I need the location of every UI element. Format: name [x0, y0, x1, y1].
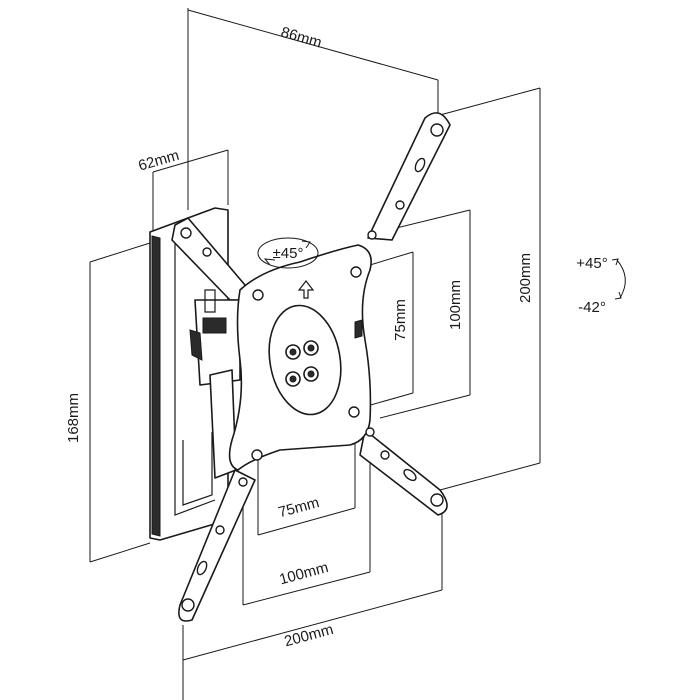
dim-200v-bottom-ext	[439, 462, 541, 491]
wall-plate-inner	[174, 240, 216, 516]
arm-top-right-hole-2	[414, 157, 426, 173]
dim-200v-top-ext	[439, 87, 541, 116]
wall-plate-slot	[182, 432, 213, 506]
vesa-hole-100-br	[365, 427, 375, 437]
arm-bottom-left	[178, 469, 256, 622]
arm-top-right-hole-3	[395, 200, 405, 210]
disk-screw-2-center	[307, 344, 315, 352]
label-vesa-v-100: 100mm	[447, 280, 464, 330]
upper-arm-hole-1	[180, 227, 192, 239]
pivot-shadow	[189, 329, 203, 361]
vesa-hole-75-tl	[252, 289, 264, 301]
arm-bottom-right-hole-2	[403, 468, 417, 482]
dim-75h-line	[257, 507, 356, 536]
arm-bottom-left-hole-3	[215, 525, 225, 535]
label-vesa-h-200: 200mm	[282, 621, 335, 650]
dim-168-bottom-ext	[89, 542, 151, 563]
arm-bottom-right-hole-3	[380, 450, 390, 460]
label-vesa-v-200: 200mm	[517, 253, 534, 303]
up-arrow-icon	[297, 280, 315, 299]
rotation-arrow-right-icon	[301, 240, 311, 249]
upper-arm-hole-2	[202, 247, 212, 257]
vesa-hole-75-tr	[350, 266, 362, 278]
label-168mm: 168mm	[65, 393, 82, 443]
disk-screw-3-center	[289, 375, 297, 383]
dim-100v-bottom-ext	[379, 394, 471, 419]
wall-plate-edge	[151, 235, 161, 537]
arm-bottom-left-hole-2	[196, 560, 208, 576]
vesa-hole-100-tr	[367, 230, 377, 240]
label-vesa-v-75: 75mm	[392, 299, 409, 341]
vesa-plate	[178, 112, 451, 622]
arm-top-right	[367, 112, 451, 241]
disk-screw-1-center	[289, 348, 297, 356]
pivot-block	[194, 299, 241, 386]
dim-86-line	[187, 9, 439, 81]
label-tilt-down: -42°	[578, 299, 606, 316]
label-rotation: ±45°	[273, 245, 304, 262]
dim-168-top-ext	[89, 242, 151, 263]
rotation-disk	[268, 304, 342, 416]
side-bracket	[354, 319, 363, 339]
tilt-arrow-up-icon	[611, 258, 619, 266]
dim-100h-line	[242, 571, 371, 606]
arm-top-right-hole-1	[430, 123, 444, 137]
pivot-knob	[202, 317, 227, 334]
wall-plate	[149, 207, 229, 541]
dim-62-line	[152, 149, 229, 173]
arm-bottom-left-hole-1	[181, 598, 195, 612]
disk-screw-4-center	[307, 370, 315, 378]
hinge-arm	[171, 217, 246, 479]
dimension-lines	[89, 8, 541, 700]
label-86mm: 86mm	[279, 24, 324, 52]
arm-bottom-right-hole-1	[430, 493, 444, 507]
tilt-arc	[616, 259, 626, 299]
rotation-indicator	[257, 237, 319, 269]
tilt-indicator	[611, 258, 626, 300]
vesa-hole-75-br	[348, 406, 360, 418]
pivot-screw	[204, 289, 216, 313]
tilt-arrow-down-icon	[614, 291, 622, 300]
vesa-hole-100-bl	[238, 477, 248, 487]
rotation-arrow-left-icon	[263, 258, 276, 266]
vesa-hole-75-bl	[251, 449, 263, 461]
label-tilt-up: +45°	[576, 255, 607, 272]
label-vesa-h-75: 75mm	[277, 494, 322, 521]
rotation-ellipse	[257, 237, 319, 269]
dim-200h-line	[182, 589, 443, 661]
